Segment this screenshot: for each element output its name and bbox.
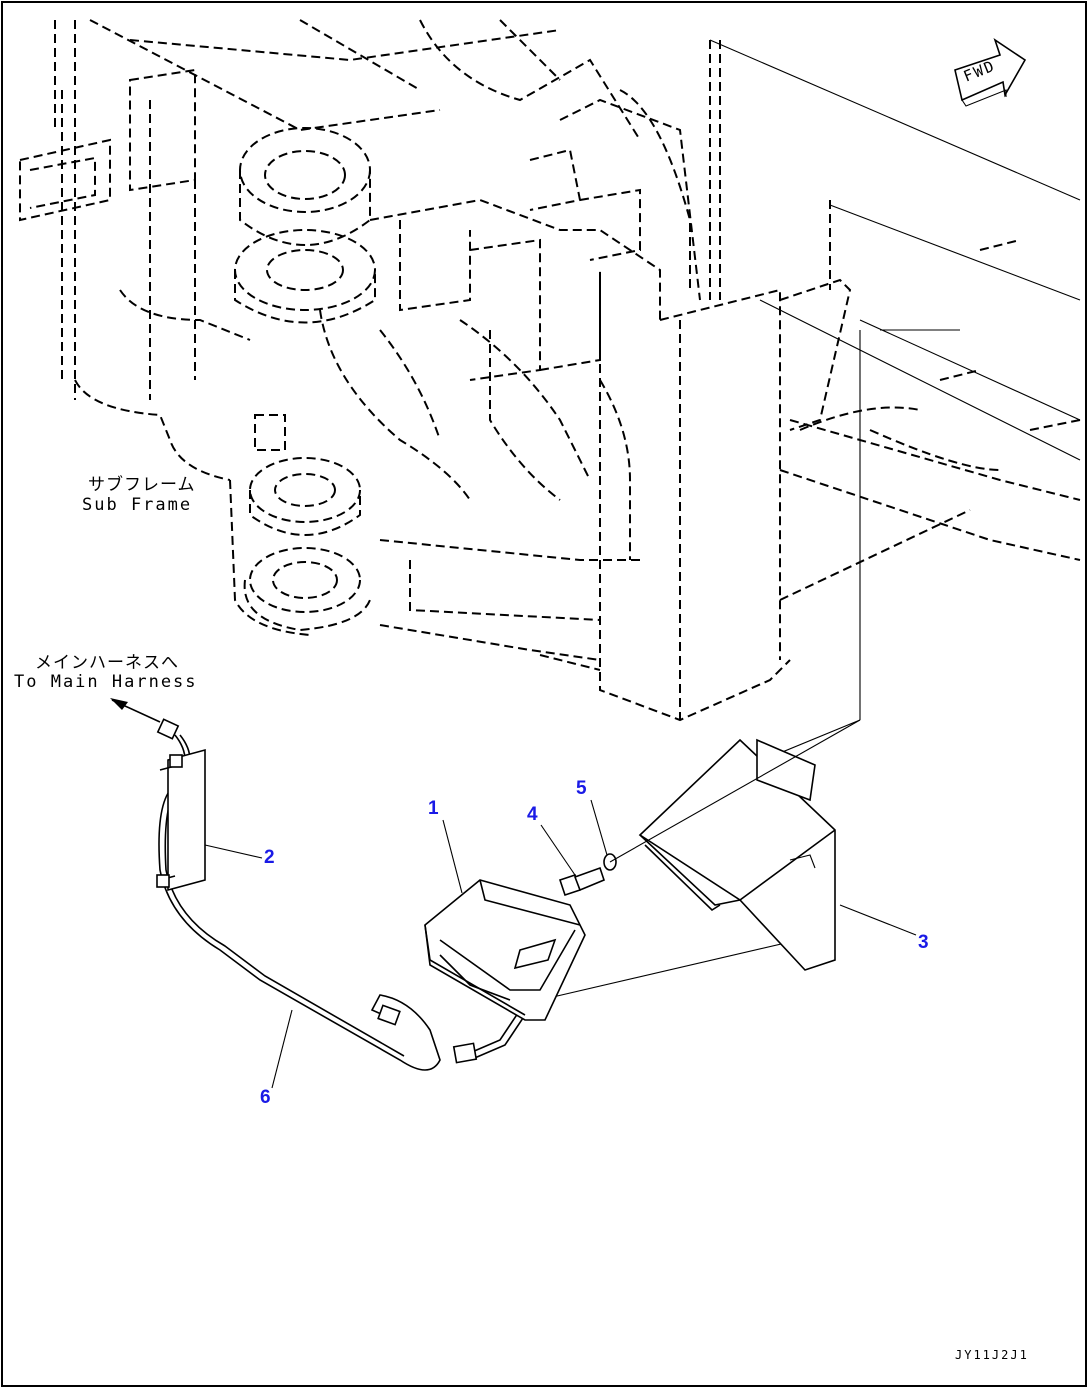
callout-3: 3 [918,932,929,953]
guard-part-3 [638,738,836,971]
sub-frame-label-en: Sub Frame [82,495,193,515]
bolt-part-4 [558,866,605,897]
bracket-part-2 [156,748,206,892]
harness-label-jp: メインハーネスへ [35,653,179,673]
sub-frame-structure [19,19,1081,722]
harness-leader [110,698,161,723]
fwd-arrow-icon [954,38,1027,107]
lamp-part-1 [424,879,586,1021]
harness-label-en: To Main Harness [14,672,198,692]
sub-frame-label-jp: サブフレーム [88,475,196,495]
callout-2: 2 [264,847,275,868]
callout-4: 4 [527,804,538,825]
callout-5: 5 [576,778,587,799]
callout-leaders [204,719,917,1089]
callout-6: 6 [260,1087,271,1108]
callout-1: 1 [428,798,439,819]
drawing-code: JY11J2J1 [955,1348,1029,1362]
